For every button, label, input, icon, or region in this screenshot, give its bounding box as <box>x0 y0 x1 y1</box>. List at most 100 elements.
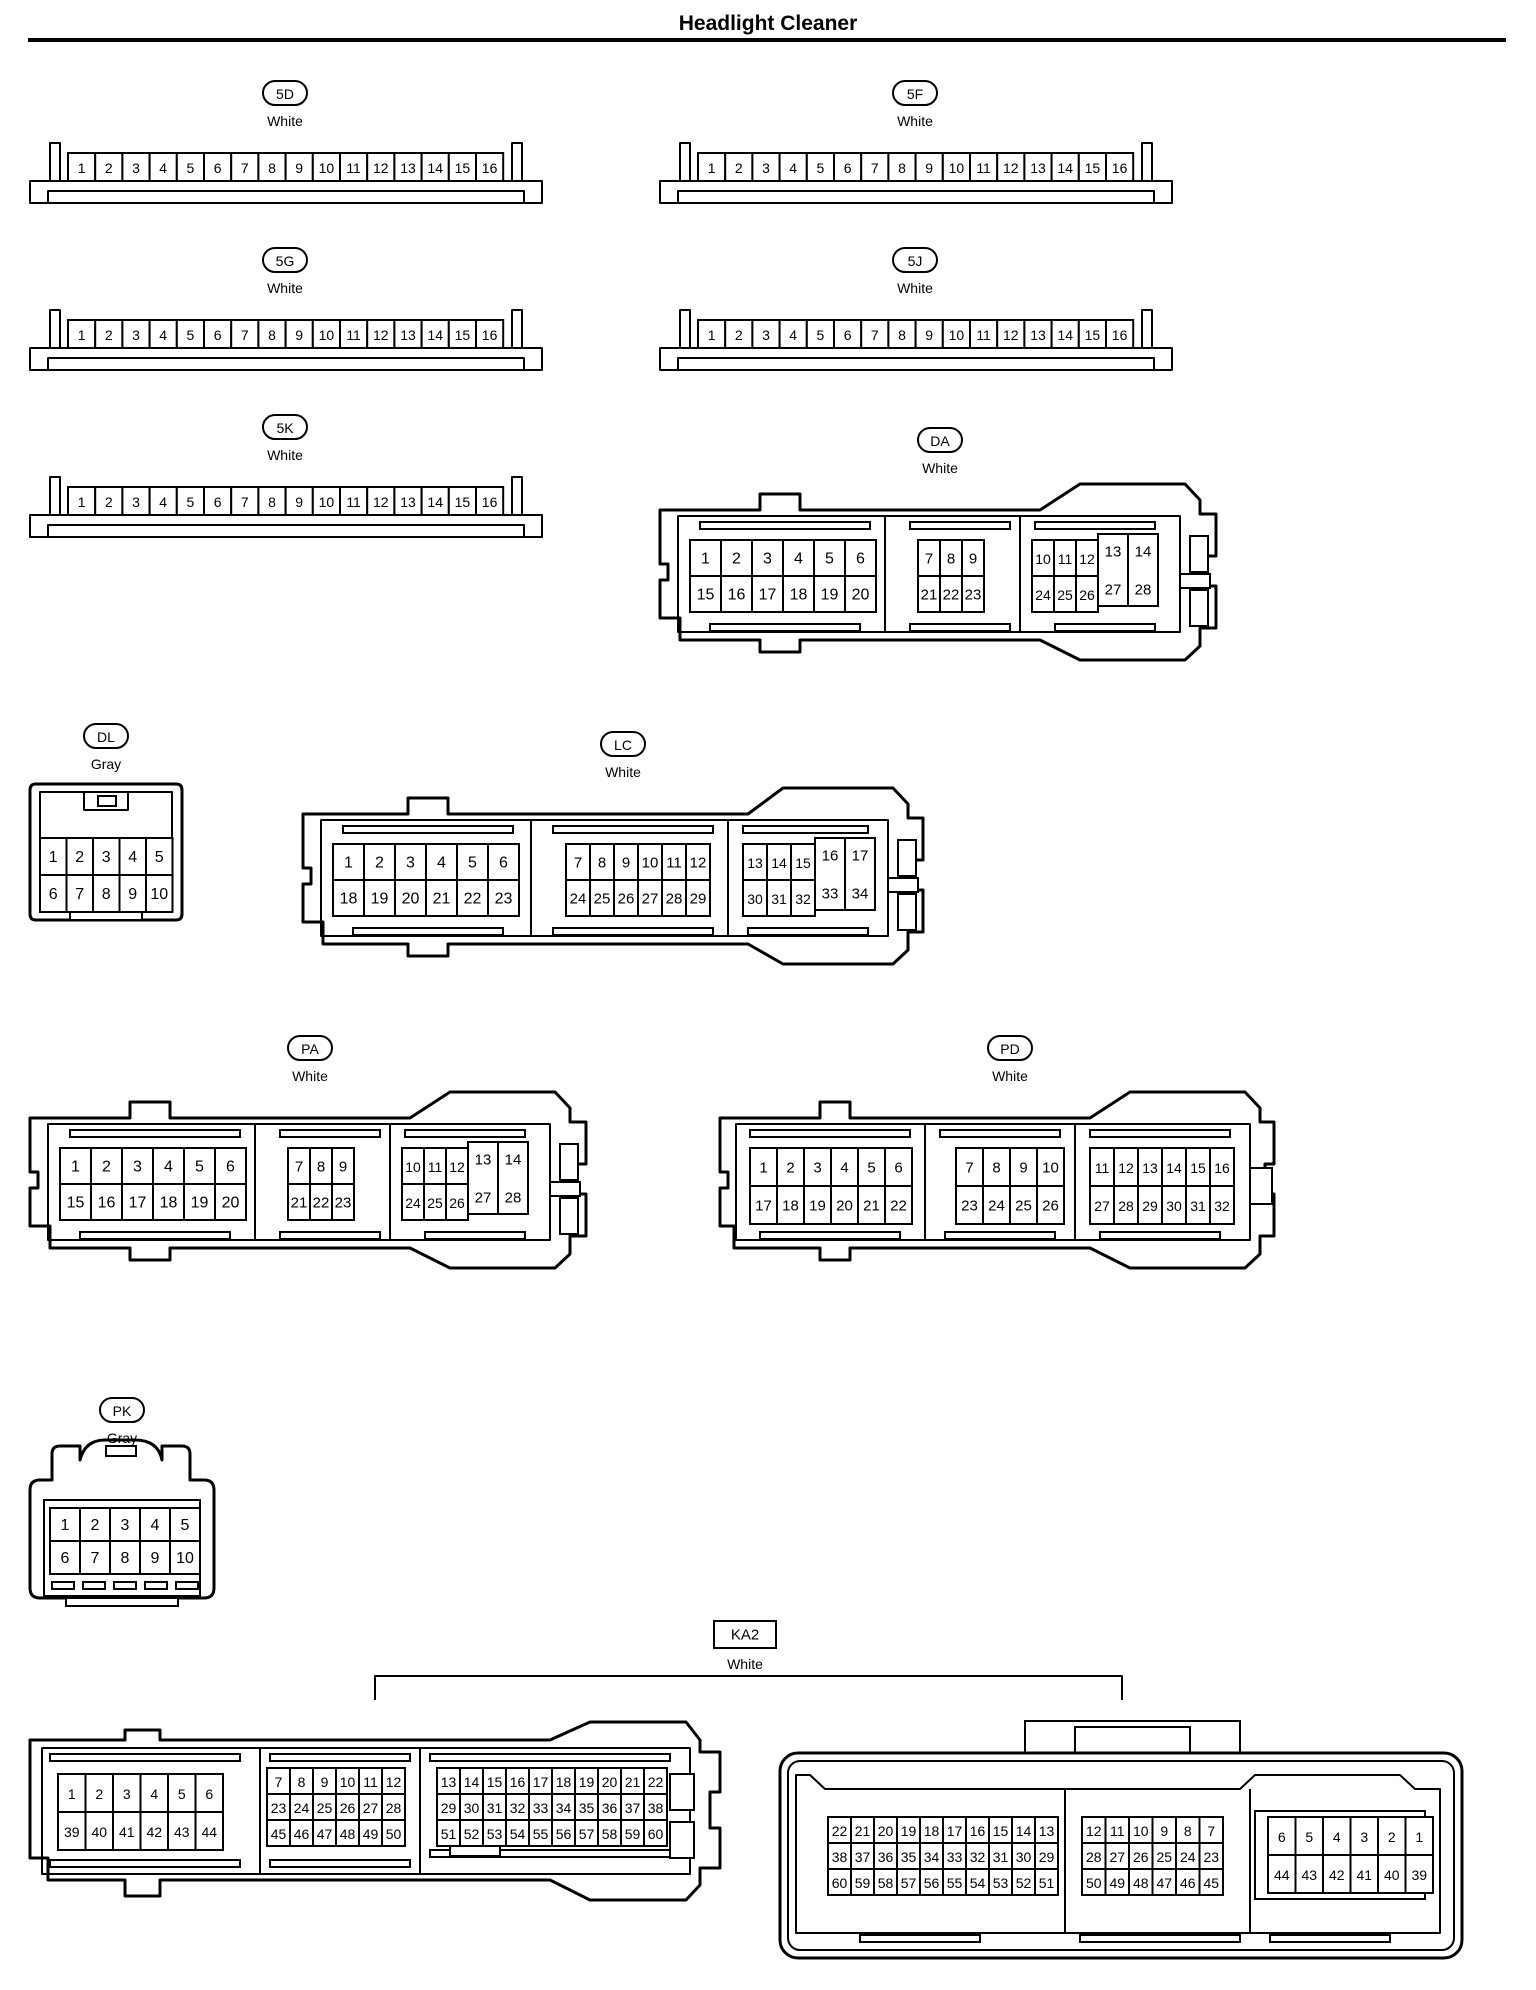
connector-color: White <box>267 113 303 129</box>
pin-14: 14 <box>1057 327 1073 343</box>
end-posts <box>49 476 523 515</box>
pin-4: 4 <box>164 1159 173 1176</box>
pin-44: 44 <box>1274 1867 1290 1883</box>
pin-9: 9 <box>925 160 933 176</box>
pin-12: 12 <box>449 1159 465 1175</box>
pin-41: 41 <box>119 1824 135 1840</box>
pin-9: 9 <box>969 551 977 568</box>
pin-16: 16 <box>728 587 746 604</box>
pin-30: 30 <box>464 1800 480 1816</box>
pin-5: 5 <box>867 1160 875 1177</box>
connector-id: DA <box>930 433 950 449</box>
pin-cell <box>59 1183 92 1221</box>
pin-41: 41 <box>1356 1867 1372 1883</box>
pin-57: 57 <box>579 1826 595 1842</box>
connector-id-oval <box>600 731 646 757</box>
pin-1: 1 <box>78 494 86 510</box>
pin-15: 15 <box>67 1195 85 1212</box>
pin-cell <box>720 539 753 577</box>
pin-cell <box>1023 152 1053 182</box>
pin-cell <box>475 152 505 182</box>
pin-48: 48 <box>340 1826 356 1842</box>
pin-34: 34 <box>852 886 869 903</box>
latch-bar <box>747 927 869 936</box>
inner-frame <box>735 1123 1251 1241</box>
pin-2: 2 <box>735 327 743 343</box>
pin-33: 33 <box>822 886 839 903</box>
pin-45: 45 <box>271 1826 287 1842</box>
pin-17: 17 <box>759 587 777 604</box>
pin-cell <box>475 486 505 516</box>
pin-cell <box>311 486 341 516</box>
pin-15: 15 <box>697 587 715 604</box>
latch-bar <box>552 927 714 936</box>
pin-14: 14 <box>1166 1160 1182 1176</box>
connector-color: White <box>897 280 933 296</box>
pin-1: 1 <box>78 160 86 176</box>
pin-14: 14 <box>464 1774 480 1790</box>
pin-56: 56 <box>924 1875 940 1891</box>
inner-frame <box>795 1774 1441 1934</box>
pin-cell <box>65 874 94 913</box>
pin-cell <box>145 837 174 876</box>
pin-cell <box>776 1185 805 1225</box>
pin-10: 10 <box>642 855 659 872</box>
pin-50: 50 <box>386 1826 402 1842</box>
pin-39: 39 <box>1411 1867 1427 1883</box>
pin-cell <box>1077 152 1108 182</box>
pin-28: 28 <box>386 1800 402 1816</box>
pin-cell <box>169 1507 201 1542</box>
pin-12: 12 <box>690 855 707 872</box>
latch-bar <box>1034 521 1156 530</box>
pin-7: 7 <box>241 160 249 176</box>
pin-12: 12 <box>373 494 389 510</box>
pin-6: 6 <box>205 1786 213 1802</box>
pin-cell <box>49 1540 81 1575</box>
pin-13: 13 <box>1142 1160 1158 1176</box>
pin-cell <box>1294 1854 1324 1894</box>
pin-cell <box>830 1185 859 1225</box>
pin-1: 1 <box>49 849 58 866</box>
pin-16: 16 <box>822 848 839 865</box>
pin-1: 1 <box>61 1517 70 1534</box>
pin-11: 11 <box>346 327 361 343</box>
pin-10: 10 <box>340 1774 356 1790</box>
pin-cell <box>643 1819 668 1847</box>
pin-cell <box>803 1185 832 1225</box>
pin-4: 4 <box>159 494 167 510</box>
pin-10: 10 <box>319 494 335 510</box>
pin-11: 11 <box>428 1159 443 1175</box>
pin-cell <box>1105 319 1135 349</box>
pin-46: 46 <box>294 1826 310 1842</box>
pin-1: 1 <box>344 855 353 872</box>
connector-id-oval <box>892 80 938 106</box>
connector-color: White <box>897 113 933 129</box>
pin-8: 8 <box>317 1159 325 1176</box>
pin-52: 52 <box>1016 1875 1032 1891</box>
pin-19: 19 <box>371 891 389 908</box>
pin-9: 9 <box>1160 1823 1168 1839</box>
connector-id: 5G <box>276 253 295 269</box>
pin-cell <box>118 837 147 876</box>
pin-3: 3 <box>762 327 770 343</box>
pin-cell <box>167 1811 197 1851</box>
pin-36: 36 <box>602 1800 618 1816</box>
pin-2: 2 <box>75 849 84 866</box>
pin-cell <box>1089 1185 1115 1225</box>
pin-cell <box>742 879 768 917</box>
pin-12: 12 <box>1079 551 1095 567</box>
pin-10: 10 <box>319 160 335 176</box>
pin-cell <box>339 152 369 182</box>
latch-bar <box>269 1859 411 1868</box>
pin-cell <box>366 486 396 516</box>
pin-cell <box>724 152 754 182</box>
pin-cell <box>782 575 815 613</box>
side-latch <box>887 877 919 893</box>
pin-19: 19 <box>821 587 839 604</box>
pin-cell <box>689 575 722 613</box>
pin-cell <box>456 879 489 917</box>
pin-4: 4 <box>437 855 446 872</box>
block-divider <box>530 820 729 936</box>
